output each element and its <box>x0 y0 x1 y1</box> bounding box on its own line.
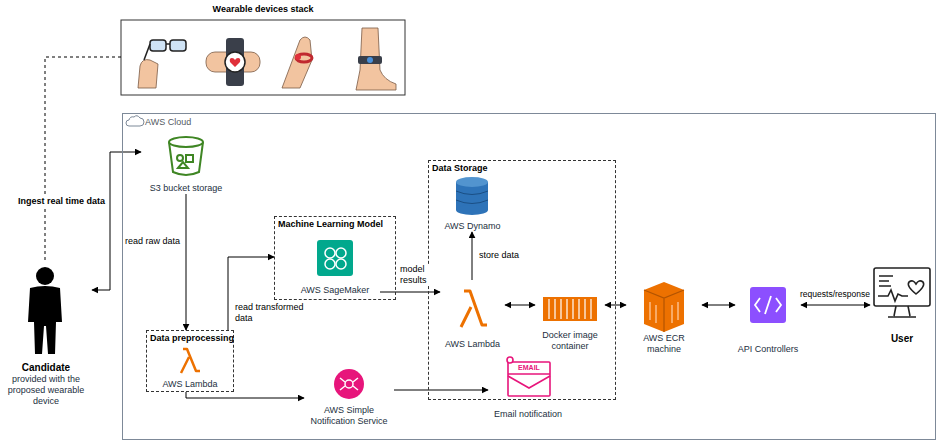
person-silhouette <box>28 267 62 354</box>
function-node: AWS Lambda <box>154 344 226 390</box>
node-text: AWS Simple Notification Service <box>304 405 394 427</box>
cloud-region: AWS Cloud S3 bucket storageData preproces… <box>122 113 936 440</box>
lambda-icon <box>461 291 487 327</box>
function-node: AWS Lambda <box>440 280 505 350</box>
flow-arrow <box>801 305 870 306</box>
node-text: User <box>891 333 913 345</box>
edge-label: requests/response <box>799 289 871 300</box>
ring-icon <box>282 37 312 88</box>
container-stripe <box>566 299 567 319</box>
container-node: Docker image container <box>535 290 605 352</box>
container-stripe <box>572 299 573 319</box>
flow-arrow <box>472 232 473 280</box>
user-node: User <box>870 262 934 345</box>
node-text: Candidate <box>22 362 70 374</box>
node-text: AWS ECR machine <box>626 333 702 355</box>
node-text: Wearable devices stack <box>121 2 405 15</box>
node-text: AWS SageMaker <box>301 285 370 296</box>
node-text: Email notification <box>494 409 562 420</box>
node-text: API Controllers <box>738 344 799 355</box>
node-text: AWS Lambda <box>162 379 217 390</box>
monitor-icon <box>874 268 930 317</box>
device-panel <box>121 20 405 95</box>
flow-arrow <box>380 292 440 293</box>
flow-arrow <box>702 305 735 306</box>
node-text: Data preprocessing <box>147 331 233 344</box>
ankle-band-icon <box>356 28 396 90</box>
api-node: API Controllers <box>735 275 801 355</box>
container-icon <box>543 297 597 321</box>
node-text: Docker image container <box>535 330 605 352</box>
model-node: AWS SageMaker <box>290 236 380 296</box>
lambda-icon <box>181 349 200 373</box>
flow-arrow <box>505 305 535 306</box>
node-text: AWS Cloud <box>123 114 935 128</box>
icon-caption: EMAIL <box>518 363 540 373</box>
container-stripe <box>578 299 579 319</box>
node-text: AWS Lambda <box>445 339 500 350</box>
watch-icon <box>206 38 260 86</box>
email-icon <box>507 357 550 396</box>
api-icon <box>750 287 786 323</box>
sns-icon <box>334 369 364 399</box>
container-stripe <box>584 299 585 319</box>
sagemaker-icon <box>317 240 353 276</box>
edge-label: read raw data <box>124 236 181 247</box>
container-stripe <box>554 299 555 319</box>
group-box: Data preprocessingAWS Lambda <box>146 330 234 392</box>
node-text: provided with the proposed wearable devi… <box>0 374 92 407</box>
group-box: Machine Learning ModelAWS SageMaker <box>274 216 396 300</box>
dynamo-icon <box>456 177 488 215</box>
registry-node: AWS ECR machine <box>626 275 702 355</box>
node-text: AWS Dynamo <box>444 221 500 232</box>
notification-node: AWS Simple Notification Service <box>304 365 394 427</box>
storage-node: S3 bucket storage <box>141 132 231 194</box>
container-stripe <box>548 299 549 319</box>
cloud-glyph <box>126 116 144 126</box>
container-stripe <box>590 299 591 319</box>
node-text: S3 bucket storage <box>150 183 223 194</box>
person-figure: Candidateprovided with the proposed wear… <box>0 262 92 407</box>
edge-label: read transformed data <box>234 302 312 324</box>
edge-label: model results <box>399 264 431 286</box>
edge-label: Ingest real time data <box>17 196 106 207</box>
device-stack: Wearable devices stack <box>121 2 405 95</box>
glasses-icon <box>138 40 186 88</box>
flow-arrow <box>186 194 187 330</box>
database-node: AWS Dynamo <box>440 174 505 232</box>
flow-arrow <box>186 392 304 398</box>
node-text: Machine Learning Model <box>275 217 395 230</box>
edge-label: store data <box>478 250 520 261</box>
registry-icon <box>644 282 684 332</box>
node-text: Data Storage <box>429 161 615 174</box>
flow-arrow <box>92 152 141 290</box>
bucket-icon <box>169 137 203 175</box>
container-stripe <box>560 299 561 319</box>
flow-arrow <box>394 390 488 391</box>
